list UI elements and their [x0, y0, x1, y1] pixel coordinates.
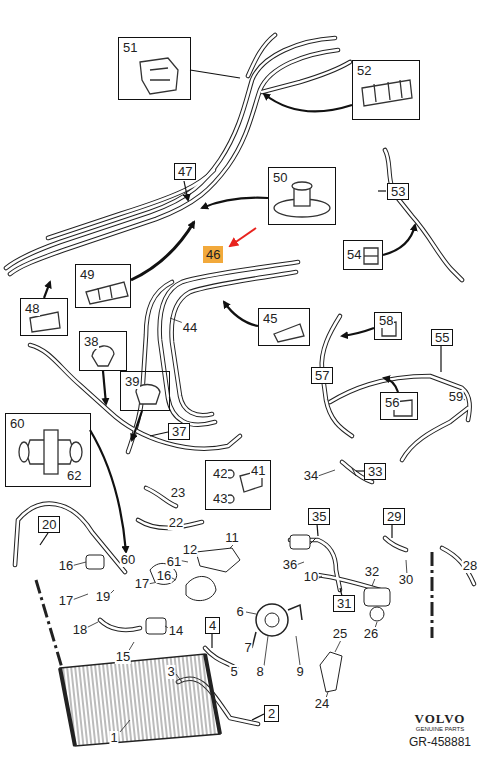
- callout-number: 32: [364, 565, 380, 579]
- callout-number: 36: [282, 558, 298, 572]
- part-inset-box: 54: [343, 240, 383, 270]
- callout-box: 57: [311, 367, 333, 384]
- callout-number: 34: [303, 469, 319, 483]
- callout-number: 41: [250, 464, 266, 478]
- callout-number: 16: [156, 569, 172, 583]
- part-inset-box: 52: [352, 60, 420, 120]
- part-inset-box: 45: [258, 308, 310, 346]
- callout-number: 10: [303, 570, 319, 584]
- callout-number: 28: [462, 559, 478, 573]
- callout-number: 11: [224, 531, 240, 545]
- callout-number: 5: [229, 665, 238, 679]
- callout-number: 38: [83, 335, 99, 349]
- callout-box: 4: [205, 617, 220, 634]
- callout-number: 61: [166, 555, 182, 569]
- callout-number: 4: [209, 618, 216, 633]
- callout-number: 1: [109, 731, 118, 745]
- callout-number: 18: [72, 623, 88, 637]
- part-inset-box: 51: [118, 37, 191, 100]
- callout-number: 60: [9, 417, 25, 431]
- callout-number: 9: [295, 665, 304, 679]
- callout-number: 51: [122, 41, 138, 55]
- callout-number: 31: [337, 596, 351, 611]
- callout-number: 58: [378, 314, 394, 328]
- highlight-callout: 46: [203, 246, 223, 263]
- callout-number: 48: [24, 302, 40, 316]
- callout-number: 30: [398, 573, 414, 587]
- callout-number: 22: [168, 516, 184, 530]
- part-inset-box: 49: [75, 264, 131, 308]
- callout-number: 7: [243, 641, 252, 655]
- callout-number: 53: [391, 184, 405, 199]
- callout-number: 37: [172, 424, 186, 439]
- callout-number: 55: [435, 330, 449, 345]
- callout-number: 23: [170, 486, 186, 500]
- callout-number: 49: [79, 268, 95, 282]
- callout-number: 33: [368, 464, 382, 479]
- callout-number: 29: [387, 509, 401, 524]
- callout-box: 55: [431, 329, 453, 346]
- callout-box: 31: [333, 595, 355, 612]
- part-inset-box: 38: [79, 331, 127, 371]
- callout-number: 43: [212, 492, 228, 506]
- brand-mark: GR-458881: [408, 736, 472, 748]
- callout-number: 17: [58, 594, 74, 608]
- callout-box: 29: [383, 508, 405, 525]
- callout-number: 8: [255, 665, 264, 679]
- callout-number: 47: [178, 164, 192, 179]
- callout-box: 33: [364, 463, 386, 480]
- callout-number: 20: [42, 517, 56, 532]
- part-inset-box: 39: [120, 371, 170, 411]
- callout-number: 50: [272, 171, 288, 185]
- callout-number: 57: [315, 368, 329, 383]
- callout-number: 62: [66, 469, 82, 483]
- callout-number: 45: [262, 312, 278, 326]
- callout-number: 52: [356, 64, 372, 78]
- callout-number: 39: [124, 375, 140, 389]
- callout-number: 35: [312, 509, 326, 524]
- brand-mark: VOLVO: [414, 712, 467, 725]
- brand-mark: GENUINE PARTS: [415, 726, 465, 732]
- callout-number: 25: [332, 627, 348, 641]
- part-inset-box: 56: [380, 392, 418, 420]
- callout-number: 24: [314, 697, 330, 711]
- callout-box: 35: [308, 508, 330, 525]
- callout-number: 16: [58, 559, 74, 573]
- callout-box: 53: [387, 183, 409, 200]
- callout-number: 56: [384, 396, 400, 410]
- callout-number: 59: [448, 390, 464, 404]
- callout-number: 26: [363, 627, 379, 641]
- callout-box: 37: [168, 423, 190, 440]
- callout-number: 54: [346, 248, 362, 262]
- callout-number: 17: [134, 577, 150, 591]
- callout-number: 46: [206, 247, 220, 262]
- callout-number: 44: [182, 321, 198, 335]
- callout-number: 42: [212, 467, 228, 481]
- callout-box: 2: [264, 705, 279, 722]
- part-inset-box: 60 62: [5, 413, 91, 487]
- callout-number: 15: [115, 650, 131, 664]
- part-inset-box: 48: [20, 298, 68, 336]
- callout-number: 12: [182, 543, 198, 557]
- part-inset-box: 42 41 43: [205, 460, 271, 510]
- part-inset-box: 50: [268, 167, 336, 225]
- callout-box: 47: [174, 163, 196, 180]
- callout-number: 60: [120, 553, 136, 567]
- callout-number: 6: [235, 605, 244, 619]
- callout-number: 3: [166, 665, 175, 679]
- callout-box: 20: [38, 516, 60, 533]
- callout-number: 14: [168, 624, 184, 638]
- part-inset-box: 58: [374, 312, 402, 340]
- callout-number: 2: [268, 706, 275, 721]
- callout-number: 19: [95, 590, 111, 604]
